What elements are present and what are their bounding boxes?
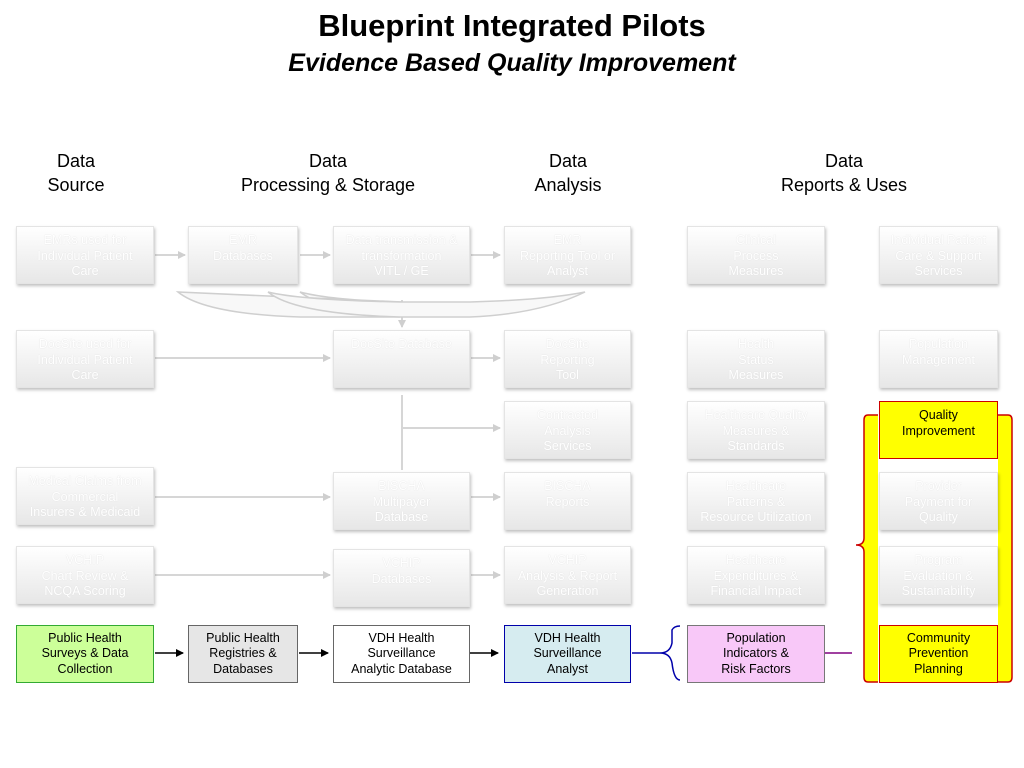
brace-analyst-to-indicators bbox=[632, 625, 681, 681]
vchip-databases-box: VCHIP Databases bbox=[333, 549, 470, 607]
provider-payment-box: Provider Payment for Quality bbox=[879, 472, 998, 530]
health-status-box: Health Status Measures bbox=[687, 330, 825, 388]
population-management-box: Population Management bbox=[879, 330, 998, 388]
quality-improvement-box: Quality Improvement bbox=[879, 401, 998, 459]
docsite-database-box: DocSite Database bbox=[333, 330, 470, 388]
vchip-analysis-box: VCHIP Analysis & Report Generation bbox=[504, 546, 631, 604]
emr-databases-box: EMR Databases bbox=[188, 226, 298, 284]
emr-reporting-box: EMR Reporting Tool or Analyst bbox=[504, 226, 631, 284]
data-transmission-box: Data transmission & transformation VITL … bbox=[333, 226, 470, 284]
public-health-registries-box: Public Health Registries & Databases bbox=[188, 625, 298, 683]
healthcare-quality-box: Healthcare Quality Measures & Standards bbox=[687, 401, 825, 459]
vdh-database-box: VDH Health Surveillance Analytic Databas… bbox=[333, 625, 470, 683]
contracted-analysis-box: Contracted Analysis Services bbox=[504, 401, 631, 459]
bischa-database-box: BISCHA Multipayer Database bbox=[333, 472, 470, 530]
bracket-quality-uses bbox=[855, 414, 1013, 683]
docsite-patient-care-box: DocSite used for Individual Patient Care bbox=[16, 330, 154, 388]
healthcare-patterns-box: Healthcare Patterns & Resource Utilizati… bbox=[687, 472, 825, 530]
individual-care-box: Individual Patient Care & Support Servic… bbox=[879, 226, 998, 284]
community-prevention-box: Community Prevention Planning bbox=[879, 625, 998, 683]
program-evaluation-box: Program Evaluation & Sustainability bbox=[879, 546, 998, 604]
page-subtitle: Evidence Based Quality Improvement bbox=[288, 49, 736, 77]
docsite-reporting-box: DocSite Reporting Tool bbox=[504, 330, 631, 388]
vchip-chart-review-box: VCHIP Chart Review & NCQA Scoring bbox=[16, 546, 154, 604]
merge-brace bbox=[175, 291, 586, 318]
vdh-analyst-box: VDH Health Surveillance Analyst bbox=[504, 625, 631, 683]
public-health-surveys-box: Public Health Surveys & Data Collection bbox=[16, 625, 154, 683]
bischa-reports-box: BISCHA Reports bbox=[504, 472, 631, 530]
medical-claims-box: Medical Claims from Commercial Insurers … bbox=[16, 467, 154, 525]
healthcare-expenditures-box: Healthcare Expenditures & Financial Impa… bbox=[687, 546, 825, 604]
population-indicators-box: Population Indicators & Risk Factors bbox=[687, 625, 825, 683]
page-title: Blueprint Integrated Pilots bbox=[318, 8, 706, 43]
clinical-process-box: Clinical Process Measures bbox=[687, 226, 825, 284]
emr-patient-care-box: EMRs used for Individual Patient Care bbox=[16, 226, 154, 284]
